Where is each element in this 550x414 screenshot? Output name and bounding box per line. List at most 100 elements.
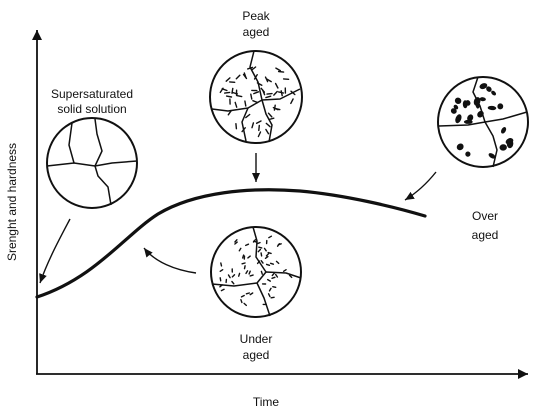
precipitate xyxy=(257,131,262,138)
precipitate xyxy=(454,97,462,104)
svg-text:Under: Under xyxy=(240,332,273,346)
precipitate xyxy=(264,255,269,260)
precipitate xyxy=(249,292,254,296)
precipitate xyxy=(253,91,260,95)
precipitate xyxy=(244,243,250,247)
precipitate xyxy=(240,299,243,304)
precipitate xyxy=(465,100,471,106)
precipitate xyxy=(272,285,277,289)
precipitate xyxy=(256,82,263,87)
precipitate xyxy=(236,94,243,98)
precipitate xyxy=(266,278,272,282)
precipitate xyxy=(227,109,232,116)
precipitate xyxy=(266,92,273,95)
precipitate xyxy=(268,235,273,239)
precipitate xyxy=(267,251,272,255)
label-peak-aged: Peak aged xyxy=(242,9,270,39)
precipitate xyxy=(238,247,242,252)
precipitate xyxy=(225,95,233,98)
precipitate xyxy=(274,82,279,89)
precipitate xyxy=(271,272,275,277)
precipitate xyxy=(266,78,272,83)
precipitate xyxy=(220,262,223,267)
label-supersaturated: Supersaturated solid solution xyxy=(51,87,133,116)
precipitate xyxy=(268,117,275,121)
precipitate xyxy=(240,294,245,298)
precipitate xyxy=(486,86,492,92)
precipitate xyxy=(257,248,262,253)
precipitate xyxy=(250,93,253,100)
precipitate xyxy=(263,247,267,252)
precipitate xyxy=(270,296,275,299)
precipitate xyxy=(499,144,507,151)
precipitate xyxy=(455,114,462,124)
precipitate xyxy=(241,262,246,265)
precipitate xyxy=(245,113,251,119)
precipitate xyxy=(248,270,251,275)
precipitate xyxy=(269,262,275,265)
precipitate xyxy=(260,270,264,275)
x-axis-label: Time xyxy=(253,395,280,409)
precipitate xyxy=(227,274,231,279)
precipitate xyxy=(288,274,293,279)
precipitate xyxy=(255,120,262,124)
precipitate xyxy=(277,70,285,73)
precipitate xyxy=(267,112,273,118)
precipitate xyxy=(245,270,249,275)
precipitate xyxy=(267,293,271,298)
svg-text:solid solution: solid solution xyxy=(57,102,126,116)
precipitate xyxy=(256,260,261,265)
precipitate xyxy=(231,91,239,95)
precipitate xyxy=(282,269,287,273)
precipitate xyxy=(256,241,261,245)
precipitate xyxy=(231,274,236,278)
microstructure-supersaturated xyxy=(46,117,138,209)
precipitate xyxy=(479,97,486,102)
svg-text:aged: aged xyxy=(243,348,270,362)
microstructure-over-aged xyxy=(437,76,529,168)
precipitate xyxy=(265,263,271,267)
precipitate xyxy=(271,276,276,280)
precipitate xyxy=(268,287,272,292)
precipitate xyxy=(497,103,504,110)
precipitate xyxy=(246,66,254,70)
precipitate xyxy=(275,260,280,265)
precipitate xyxy=(245,292,251,295)
precipitate xyxy=(261,89,266,96)
precipitate xyxy=(253,74,258,80)
precipitate xyxy=(467,114,474,122)
precipitate xyxy=(505,138,514,145)
precipitate xyxy=(220,288,225,292)
precipitate xyxy=(450,108,457,114)
precipitate xyxy=(234,101,238,108)
precipitate xyxy=(252,239,257,243)
precipitate xyxy=(260,259,264,264)
precipitate xyxy=(251,122,255,129)
aging-curve xyxy=(35,188,427,299)
precipitate xyxy=(465,151,471,157)
svg-text:Supersaturated: Supersaturated xyxy=(51,87,133,101)
precipitate xyxy=(250,66,257,71)
precipitate xyxy=(225,77,231,82)
precipitate xyxy=(235,74,241,80)
precipitate xyxy=(264,76,269,83)
precipitate xyxy=(235,123,238,130)
y-axis-label: Srenght and hardness xyxy=(5,143,19,261)
precipitate xyxy=(219,269,224,273)
svg-text:Peak: Peak xyxy=(242,9,270,23)
precipitate xyxy=(234,239,238,243)
precipitate xyxy=(277,243,282,246)
svg-text:aged: aged xyxy=(472,228,499,242)
precipitate xyxy=(224,91,231,94)
precipitate xyxy=(219,277,222,282)
svg-text:aged: aged xyxy=(243,25,270,39)
precipitate xyxy=(275,67,281,72)
arrow-under-to-curve xyxy=(143,247,197,274)
arrow-over-to-curve xyxy=(404,171,437,201)
precipitate xyxy=(258,124,260,132)
microstructure-under-aged xyxy=(210,226,302,318)
precipitate xyxy=(473,97,481,106)
precipitate xyxy=(265,128,270,135)
precipitate xyxy=(242,73,248,80)
precipitate xyxy=(221,88,228,92)
